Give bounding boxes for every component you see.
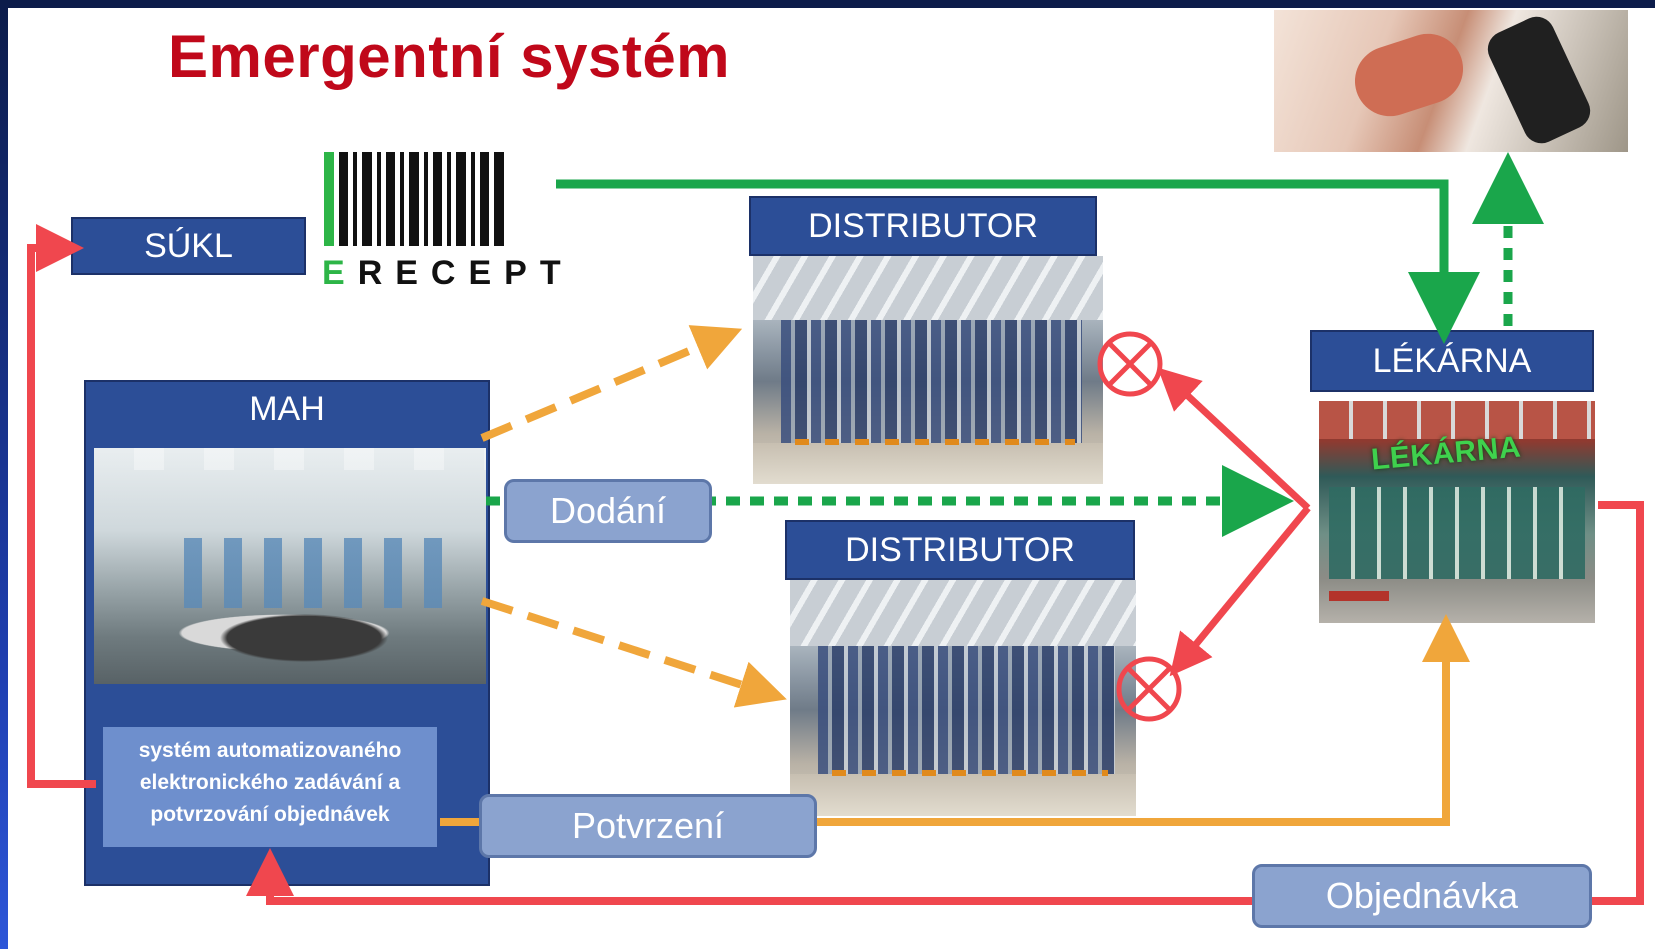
warehouse-photo-top bbox=[753, 256, 1103, 484]
mah-panel: MAH systém automatizovaného elektronické… bbox=[84, 380, 490, 886]
delivery-label: Dodání bbox=[549, 490, 667, 531]
order-system-line-1: systém automatizovaného bbox=[138, 739, 402, 762]
order-system-line-3: potvrzování objednávek bbox=[150, 803, 390, 826]
blocked-icon-bottom bbox=[1116, 656, 1182, 722]
slide-title: Emergentní systém bbox=[168, 23, 731, 90]
order-system-line-2: elektronického zadávání a bbox=[139, 771, 401, 794]
order-system-box: systém automatizovaného elektronického z… bbox=[100, 724, 440, 850]
sukl-label: SÚKL bbox=[144, 226, 233, 265]
barcode-scanning-photo bbox=[1274, 10, 1628, 152]
distributor-top-label: DISTRIBUTOR bbox=[808, 206, 1038, 245]
delivery-label-pill: Dodání bbox=[504, 479, 712, 543]
lekarna-to-distributor-bottom-arrow bbox=[1169, 505, 1311, 677]
lekarna-to-distributor-top-arrow bbox=[1157, 367, 1311, 511]
mah-to-distributor-bottom-arrow bbox=[480, 597, 787, 708]
warehouse-photo-bottom bbox=[790, 580, 1136, 816]
confirmation-label-pill: Potvrzení bbox=[479, 794, 817, 858]
mah-to-distributor-top-arrow bbox=[480, 325, 743, 442]
order-label-pill: Objednávka bbox=[1252, 864, 1592, 928]
erecept-label: ERECEPT bbox=[322, 254, 574, 292]
erecept-barcode-logo bbox=[324, 152, 556, 246]
distributor-bottom-label-box: DISTRIBUTOR bbox=[785, 520, 1135, 580]
slide: Emergentní systém SÚKL ERECEPT MAH systé… bbox=[8, 8, 1655, 949]
confirmation-label: Potvrzení bbox=[571, 805, 725, 846]
distributor-bottom-label: DISTRIBUTOR bbox=[845, 530, 1075, 569]
pharmacy-photo: LÉKÁRNA bbox=[1319, 401, 1595, 623]
mah-label: MAH bbox=[249, 390, 325, 428]
slide-left-border bbox=[0, 0, 8, 949]
distributor-top-label-box: DISTRIBUTOR bbox=[749, 196, 1097, 256]
blocked-icon-top bbox=[1097, 331, 1163, 397]
production-line-photo bbox=[94, 448, 486, 684]
erecept-to-lekarna-arrow bbox=[556, 179, 1480, 344]
order-arrow bbox=[246, 501, 1644, 905]
workers-shape bbox=[184, 538, 444, 608]
mah-to-sukl-arrow bbox=[27, 224, 96, 788]
flow-arrows bbox=[27, 152, 1644, 905]
order-label: Objednávka bbox=[1325, 875, 1519, 916]
lekarna-label: LÉKÁRNA bbox=[1372, 341, 1532, 380]
